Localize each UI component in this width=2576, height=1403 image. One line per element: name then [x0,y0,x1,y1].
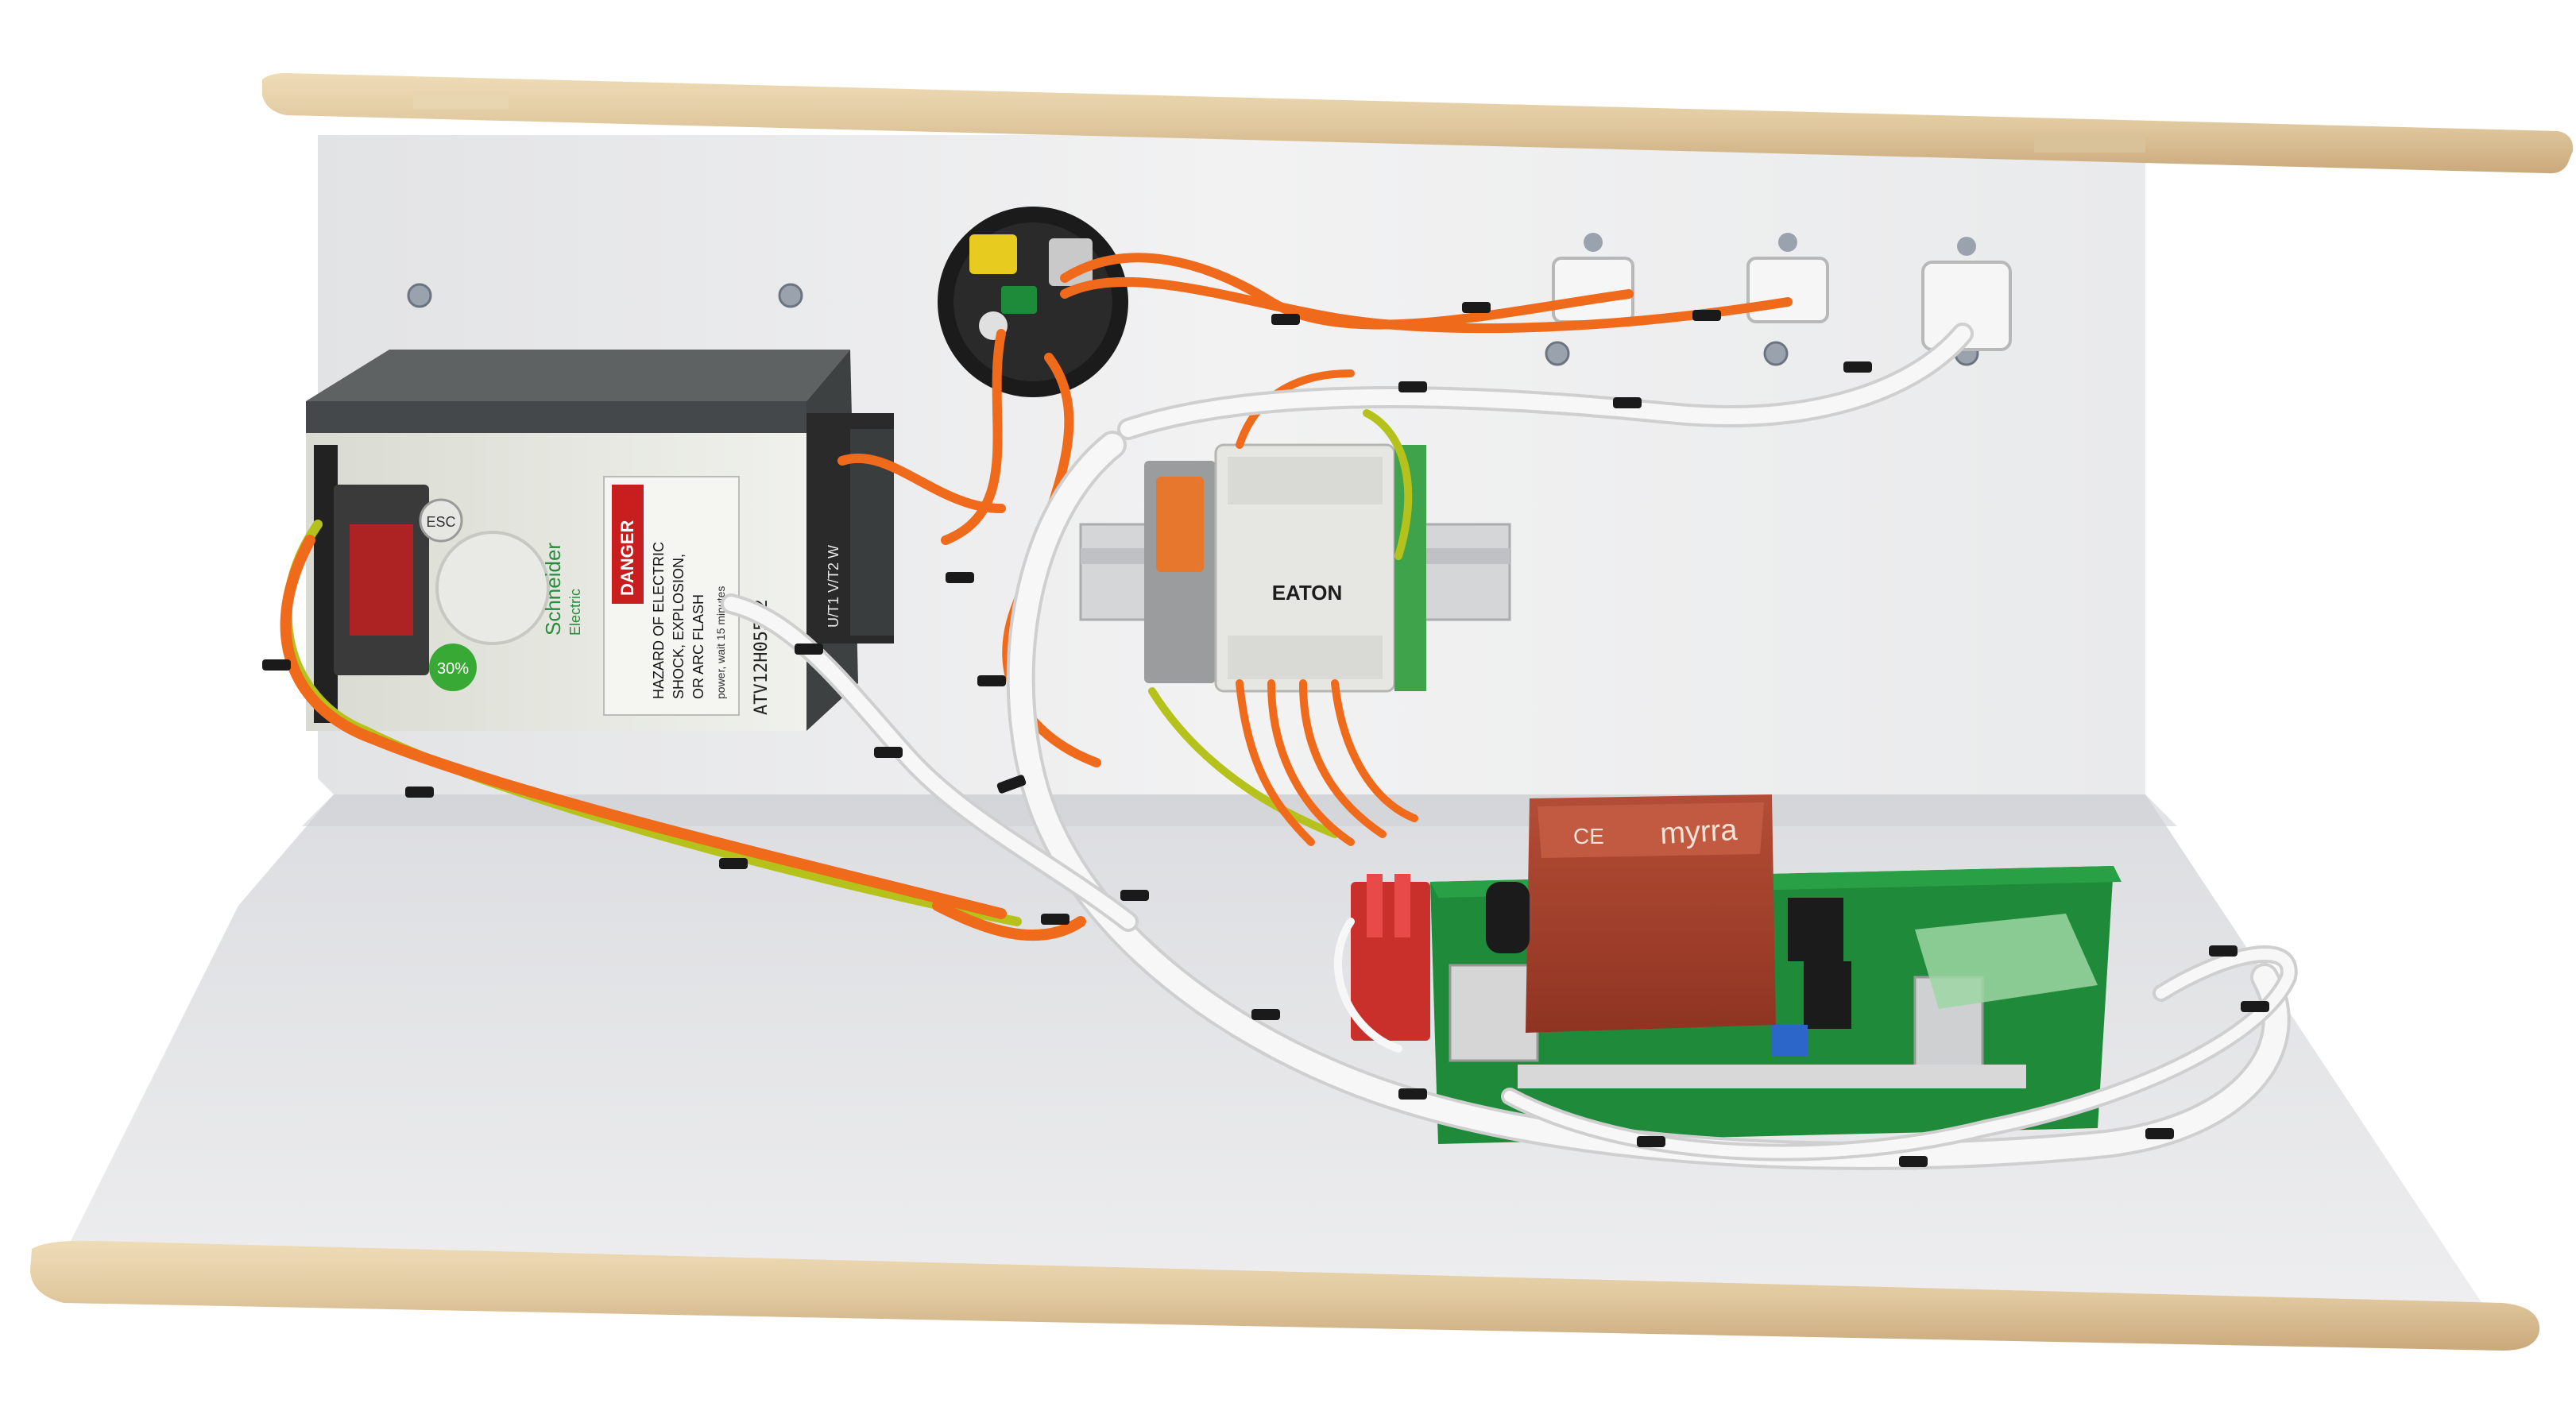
drive-brand: Schneider [541,543,565,636]
danger-line-1: HAZARD OF ELECTRIC [651,542,667,699]
wire-harness-white [721,323,2298,1170]
efficiency-badge: 30% [437,660,469,678]
capacitor [1486,882,1530,953]
ribbon-cable [1915,914,2098,1009]
contactor-brand: EATON [1272,581,1343,605]
cable-ties [262,302,2269,1167]
danger-line-2: SHOCK, EXPLOSION, [671,554,687,699]
drive-brand-sub: Electric [567,589,583,636]
danger-title: DANGER [617,520,637,596]
transformer-brand: myrra [1659,814,1739,851]
transformer: myrra CE [1526,794,1776,1033]
wire-harness-orange [280,253,1793,941]
junction-box [938,207,1128,397]
top-foam-strip [262,73,2574,174]
contactor: EATON [1144,443,1426,693]
esc-key-label: ESC [426,514,455,530]
terminal-labels: U/T1 V/T2 W [826,545,841,628]
danger-line-3: OR ARC FLASH [690,594,706,699]
transformer-mark: CE [1573,824,1604,848]
relay-module [1351,874,1430,1041]
bottom-foam-strip [30,1240,2540,1351]
frequency-drive: ESC 30% Schneider Electric DANGER HAZARD… [306,350,894,731]
danger-caption: power, wait 15 minutes [714,586,727,699]
